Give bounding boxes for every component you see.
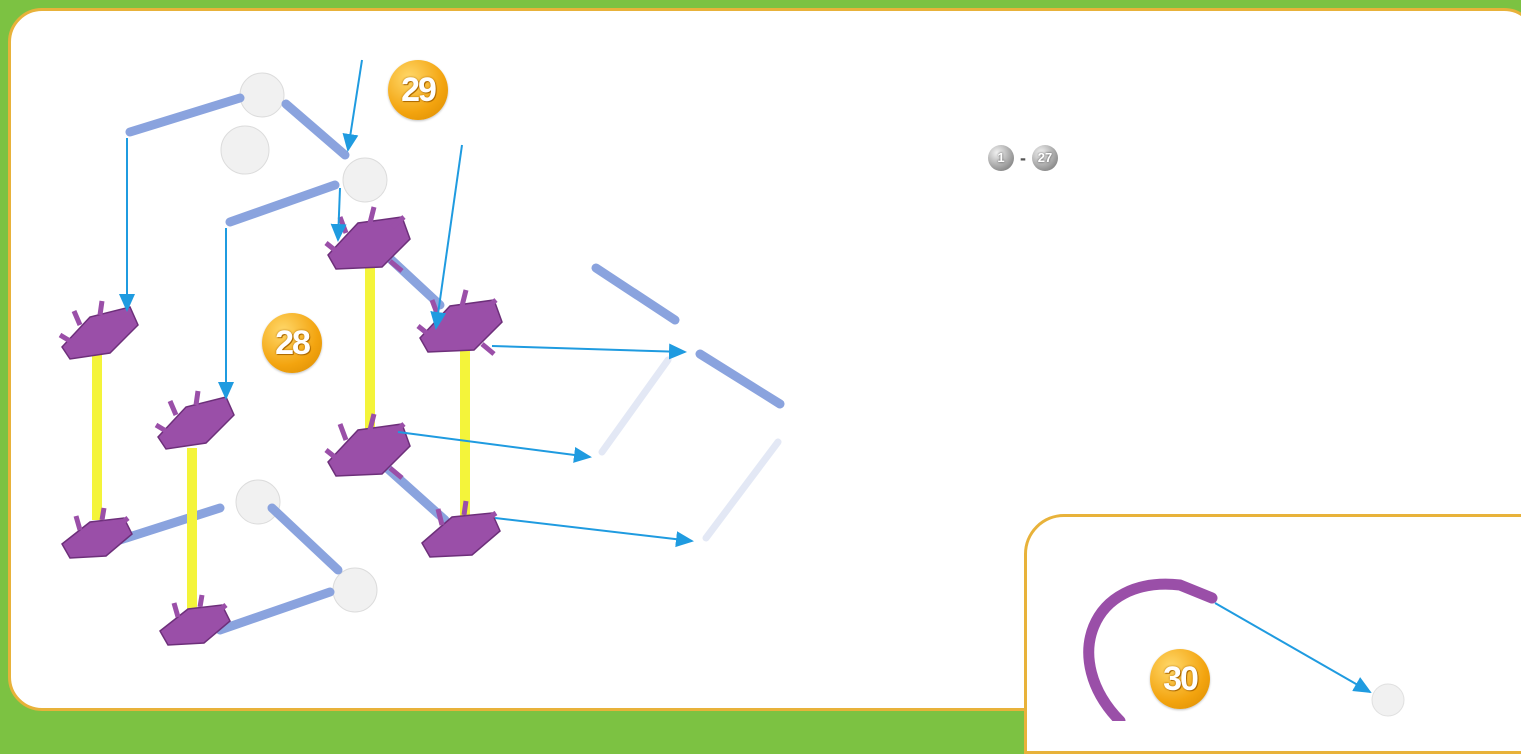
rod-icon xyxy=(700,354,780,404)
rod-icon xyxy=(272,508,338,570)
reference-separator: - xyxy=(1020,148,1026,169)
step-badge-30: 30 xyxy=(1150,649,1210,709)
rod-icon xyxy=(230,185,335,222)
arrow-icon xyxy=(495,518,692,541)
ghost-connector-icon xyxy=(343,158,387,202)
rod-icon xyxy=(220,592,330,630)
rod-icon xyxy=(602,360,668,452)
rod-icon xyxy=(596,268,675,320)
reference-ball-icon: 1 xyxy=(988,145,1014,171)
reference-ball-icon: 27 xyxy=(1032,145,1058,171)
rod-icon xyxy=(120,508,220,540)
connector-icon xyxy=(156,391,234,449)
step-badge-29: 29 xyxy=(388,60,448,120)
arrow-icon xyxy=(436,145,462,328)
rod-icon xyxy=(130,98,240,132)
arrow-icon xyxy=(492,346,685,352)
arrow-icon xyxy=(1215,603,1370,692)
step-reference: 1 - 27 xyxy=(988,143,1058,173)
ghost-connector-icon xyxy=(1372,684,1404,716)
ghost-connector-icon xyxy=(333,568,377,612)
arrow-icon xyxy=(348,60,362,150)
step-badge-28: 28 xyxy=(262,313,322,373)
assembly-illustration xyxy=(0,0,1521,721)
arrow-icon xyxy=(338,188,340,240)
arrow-icon xyxy=(398,432,590,457)
ghost-connector-icon xyxy=(240,73,284,117)
ghost-connector-icon xyxy=(236,480,280,524)
rod-icon xyxy=(286,104,345,155)
rod-icon xyxy=(706,442,778,538)
ghost-connector-icon xyxy=(221,126,269,174)
instruction-page: 29 28 30 1 - 27 xyxy=(0,0,1521,721)
